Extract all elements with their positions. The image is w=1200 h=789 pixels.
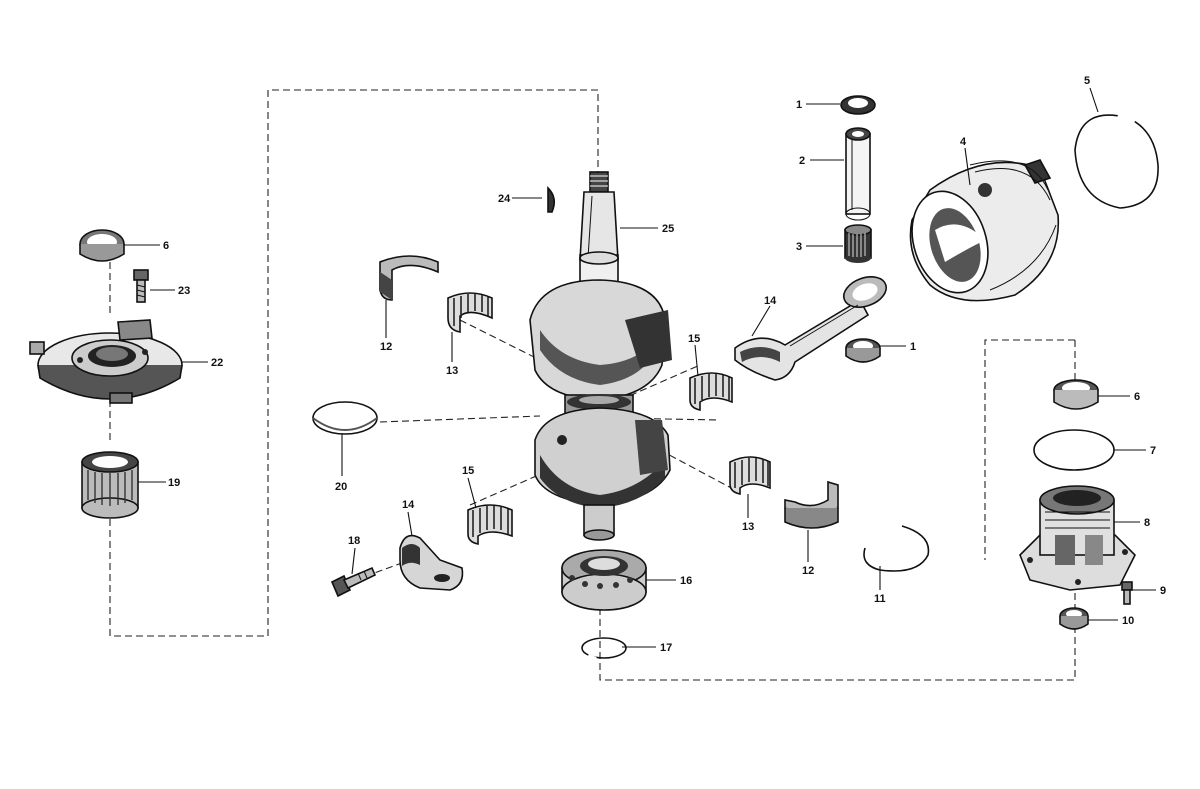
bearing-race-left-part [379,255,439,301]
center-seal-ring-part [312,401,378,435]
callout-1-rod: 1 [910,341,916,353]
upper-bearing-plate-part [29,319,183,404]
callout-13-left: 13 [446,365,458,377]
needle-bearing-top-part [81,451,139,519]
callout-7: 7 [1150,445,1156,457]
callout-2: 2 [799,155,805,167]
callout-10: 10 [1122,615,1134,627]
callout-18: 18 [348,535,360,547]
rod-bolt-part [330,566,377,598]
callout-14-cap: 14 [402,499,415,511]
crankshaft-part [529,171,672,541]
callout-14-rod: 14 [764,295,777,307]
leader-lines [124,87,1156,648]
seal-top-part [840,95,876,115]
needle-cage-upper-part [689,372,733,411]
retaining-ring-bottom-part [581,637,627,661]
lower-seal-part [1059,607,1089,630]
connecting-rod-part [734,276,888,381]
callouts: 1 2 3 4 5 6 6 7 8 9 10 11 12 12 13 13 14… [163,75,1166,654]
piston-part [909,159,1060,302]
lower-bearing-housing-part [1019,485,1136,591]
callout-15-lower: 15 [462,465,474,477]
callout-6-left: 6 [163,240,169,252]
plate-screw-part [133,269,149,303]
piston-ring-part [1074,113,1159,209]
upper-seal-part [79,229,125,262]
callout-5: 5 [1084,75,1090,87]
rod-seal-part [845,338,881,363]
callout-12-right: 12 [802,565,814,577]
pin-bearing-part [844,224,872,263]
callout-22: 22 [211,357,223,369]
needle-cage-right-part [729,456,771,495]
piston-pin-part [845,127,871,221]
housing-screw-part [1121,581,1133,605]
woodruff-key-part [547,186,556,213]
needle-cage-left-part [447,292,493,333]
oring-lower-part [1033,429,1115,471]
callout-6-right: 6 [1134,391,1140,403]
ball-bearing-part [561,549,647,611]
callout-24: 24 [498,193,511,205]
callout-19: 19 [168,477,180,489]
callout-16: 16 [680,575,692,587]
bearing-race-right-part [784,480,839,529]
callout-15-upper: 15 [688,333,700,345]
callout-13-right: 13 [742,521,754,533]
callout-20: 20 [335,481,347,493]
callout-17: 17 [660,642,672,654]
callout-23: 23 [178,285,190,297]
callout-4: 4 [960,136,967,148]
rod-cap-part [399,534,464,591]
callout-8: 8 [1144,517,1150,529]
callout-25: 25 [662,223,674,235]
oring-upper-part [1053,379,1099,410]
callout-3: 3 [796,241,802,253]
callout-9: 9 [1160,585,1166,597]
callout-12-left: 12 [380,341,392,353]
retaining-ring-right-part [863,525,930,572]
needle-cage-lower-part [467,504,513,545]
callout-1: 1 [796,99,802,111]
callout-11: 11 [874,593,886,605]
